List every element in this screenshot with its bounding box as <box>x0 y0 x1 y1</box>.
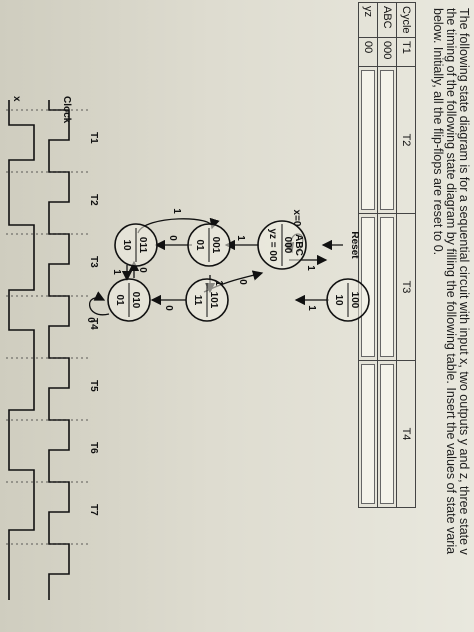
edge-label: 1 <box>171 208 182 214</box>
edge-label: 1 <box>235 235 246 241</box>
self-loop-label: x=0 <box>291 210 302 227</box>
tick-label: T5 <box>88 380 99 392</box>
tick-label: T6 <box>88 442 99 454</box>
state-000-mid: 000 <box>282 237 293 254</box>
edge-label: 0 <box>137 267 148 273</box>
self-loop-010 <box>88 291 110 316</box>
state-011-top: 011 <box>137 237 148 254</box>
state-010-bottom: 01 <box>114 294 125 306</box>
state-010-top: 010 <box>130 292 141 309</box>
input-x-waveform <box>8 100 35 600</box>
edge-label: 0 <box>85 317 96 323</box>
x-label: x <box>11 96 22 102</box>
edge-label: 1 <box>305 265 316 271</box>
edge-label: 0 <box>167 235 178 241</box>
clock-waveform <box>48 100 70 600</box>
tick-label: T1 <box>88 132 99 144</box>
tick-label: T2 <box>88 194 99 206</box>
edge-label: 0 <box>163 305 174 311</box>
state-011-bottom: 10 <box>121 239 132 251</box>
edge-label: 1 <box>306 305 317 311</box>
state-100-bottom: 10 <box>333 294 344 306</box>
tick-label: T3 <box>88 256 99 268</box>
tick-label: T4 <box>88 318 99 330</box>
edge-label: 1 <box>111 269 122 275</box>
tick-label: T7 <box>88 504 99 516</box>
edge-label: 1 <box>213 280 224 286</box>
state-001-bottom: 01 <box>194 239 205 251</box>
state-100-top: 100 <box>349 292 360 309</box>
state-000-top: ABC <box>293 234 304 256</box>
edge-label: 0 <box>237 279 248 285</box>
state-101-bottom: 11 <box>192 295 203 306</box>
state-101-top: 101 <box>208 292 219 309</box>
state-000-bottom: yz = 00 <box>267 228 278 262</box>
state-001-top: 001 <box>210 237 221 254</box>
reset-label: Reset <box>349 231 360 259</box>
